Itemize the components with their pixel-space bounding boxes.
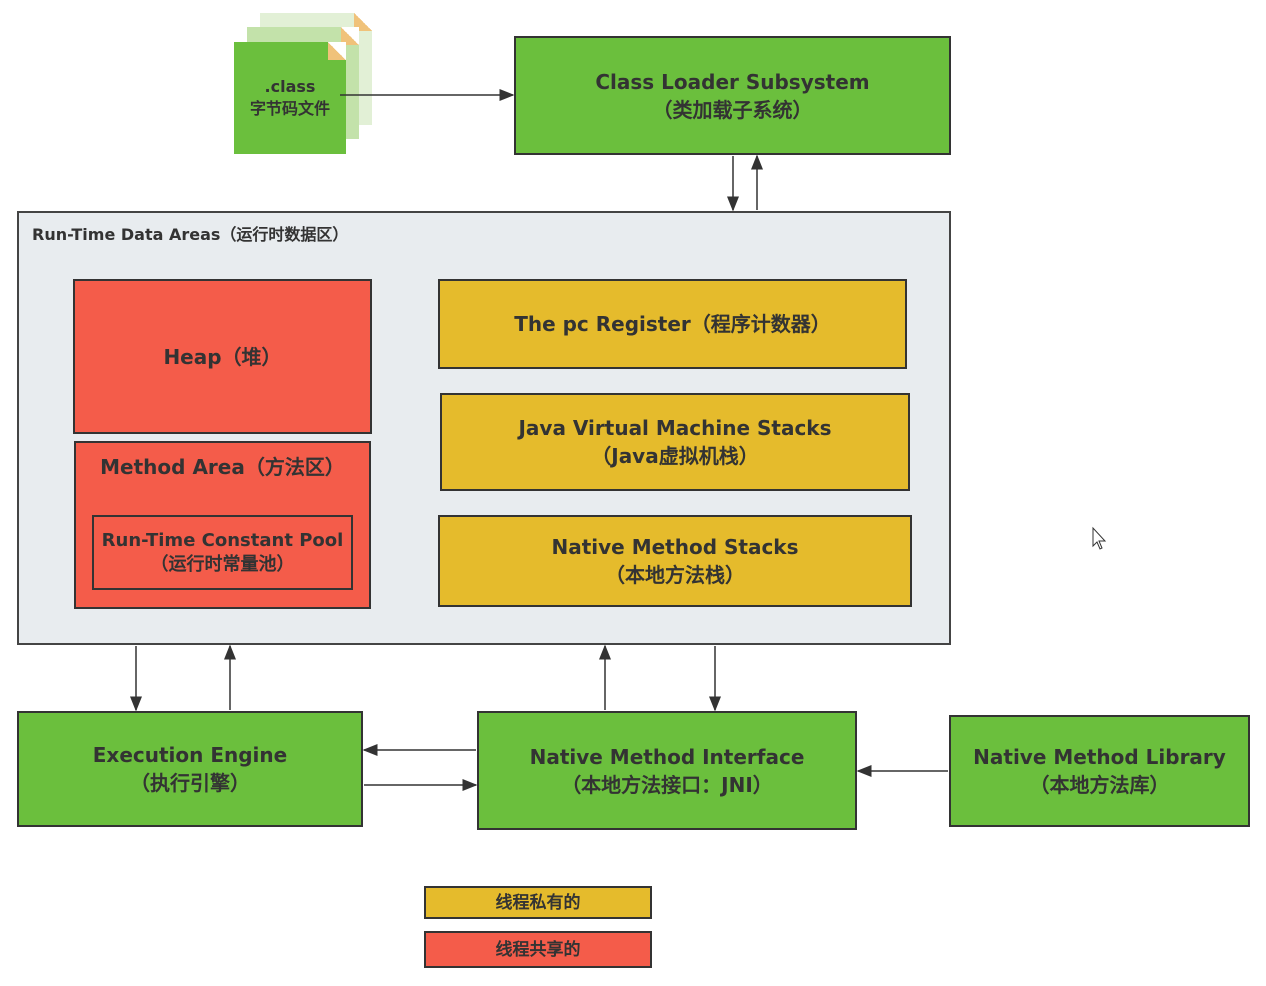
native-stacks-title: Native Method Stacks <box>551 535 799 559</box>
pc-register-title: The pc Register（程序计数器） <box>514 312 831 336</box>
class-loader-title: Class Loader Subsystem <box>595 69 870 94</box>
native-library-title: Native Method Library <box>973 745 1226 769</box>
heap: Heap（堆） <box>73 279 372 434</box>
legend-private-label: 线程私有的 <box>495 892 581 913</box>
method-area-title: Method Area（方法区） <box>100 455 345 479</box>
legend-shared-label: 线程共享的 <box>495 939 581 960</box>
native-interface-title: Native Method Interface <box>529 744 805 769</box>
legend-thread-shared: 线程共享的 <box>424 931 652 968</box>
native-library-subtitle: （本地方法库） <box>1029 773 1170 797</box>
jvm-stacks-title: Java Virtual Machine Stacks <box>518 416 832 440</box>
heap-title: Heap（堆） <box>163 344 282 369</box>
execution-engine-title: Execution Engine <box>92 743 288 767</box>
native-method-stacks: Native Method Stacks （本地方法栈） <box>438 515 912 607</box>
runtime-data-areas-title: Run-Time Data Areas（运行时数据区） <box>32 225 349 244</box>
native-stacks-subtitle: （本地方法栈） <box>605 563 745 587</box>
constant-pool-subtitle: （运行时常量池） <box>150 553 295 575</box>
class-file-sublabel: 字节码文件 <box>249 99 330 118</box>
execution-engine: Execution Engine （执行引擎） <box>17 711 363 827</box>
constant-pool-title: Run-Time Constant Pool <box>101 529 344 551</box>
native-method-library: Native Method Library （本地方法库） <box>949 715 1250 827</box>
execution-engine-subtitle: （执行引擎） <box>130 771 250 795</box>
jvm-stacks: Java Virtual Machine Stacks （Java虚拟机栈） <box>440 393 910 491</box>
class-file-page-front: .class 字节码文件 <box>234 42 346 154</box>
runtime-constant-pool: Run-Time Constant Pool （运行时常量池） <box>92 515 353 590</box>
jvm-stacks-subtitle: （Java虚拟机栈） <box>591 444 759 468</box>
native-interface-subtitle: （本地方法接口：JNI） <box>561 772 773 797</box>
legend-thread-private: 线程私有的 <box>424 886 652 919</box>
mouse-cursor-icon <box>1092 526 1107 550</box>
class-file-label: .class <box>264 77 316 96</box>
class-loader-subtitle: （类加载子系统） <box>652 97 813 122</box>
native-method-interface: Native Method Interface （本地方法接口：JNI） <box>477 711 857 830</box>
pc-register: The pc Register（程序计数器） <box>438 279 907 369</box>
class-loader-subsystem: Class Loader Subsystem （类加载子系统） <box>514 36 951 155</box>
